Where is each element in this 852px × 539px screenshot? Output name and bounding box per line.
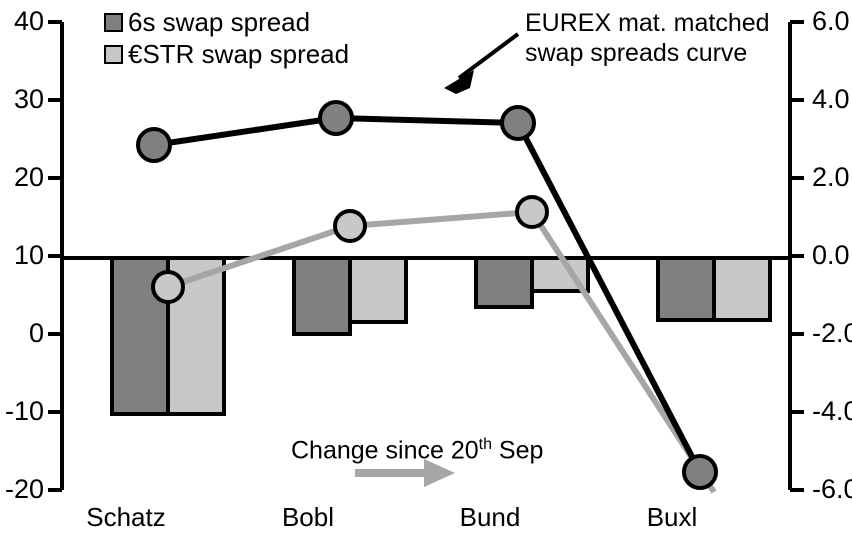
change-since-suffix: Sep — [491, 436, 544, 465]
x-axis-label-schatz: Schatz — [86, 502, 166, 532]
bar-estr-bund — [530, 256, 590, 293]
marker-estr-bobl — [333, 209, 367, 243]
bar-estr-bobl — [348, 256, 408, 324]
bar-6s-buxl — [656, 256, 716, 322]
legend-item-estr-swap-spread: €STR swap spread — [104, 38, 349, 70]
right-axis-tick-neg4: -4.0 — [812, 396, 852, 426]
left-axis-tick-0: 0 — [28, 318, 44, 348]
left-axis-tick-10: 10 — [13, 240, 44, 270]
left-axis-tick-neg10: -10 — [4, 396, 44, 426]
marker-estr-bund — [515, 195, 549, 229]
change-since-superscript: th — [478, 436, 492, 453]
legend-label-estr: €STR swap spread — [128, 39, 350, 69]
bar-estr-buxl — [712, 256, 772, 322]
markers-eurex-curve — [136, 100, 718, 490]
chart-legend: 6s swap spread €STR swap spread — [104, 6, 349, 70]
left-axis-tick-40: 40 — [13, 6, 44, 36]
marker-eurex-bobl — [318, 100, 354, 136]
legend-item-6s-swap-spread: 6s swap spread — [104, 6, 349, 38]
eurex-annotation-line1: EUREX mat. matched — [525, 9, 770, 37]
right-axis-tick-neg2: -2.0 — [812, 318, 852, 348]
right-axis-tick-4: 4.0 — [812, 84, 850, 114]
bar-6s-bund — [474, 256, 534, 309]
left-axis-tick-20: 20 — [13, 162, 44, 192]
left-axis-tick-30: 30 — [13, 84, 44, 114]
eurex-annotation-text: EUREX mat. matched swap spreads curve — [525, 8, 770, 68]
change-since-annotation: Change since 20th Sep — [291, 430, 543, 465]
right-axis-ticks — [790, 20, 804, 492]
x-axis-label-bobl: Bobl — [281, 502, 335, 532]
right-axis-tick-neg6: -6.0 — [812, 474, 852, 504]
legend-swatch-icon-6s — [104, 12, 123, 32]
x-axis-label-bund: Bund — [459, 502, 521, 532]
marker-eurex-schatz — [136, 127, 172, 163]
eurex-annotation-line2: swap spreads curve — [525, 39, 748, 67]
change-since-arrow-icon — [355, 459, 455, 487]
left-axis-ticks — [48, 20, 62, 492]
marker-estr-schatz — [151, 270, 185, 304]
x-axis-label-buxl: Buxl — [646, 502, 698, 532]
right-axis-tick-6: 6.0 — [812, 6, 850, 36]
marker-eurex-bund — [500, 105, 536, 141]
right-axis-tick-2: 2.0 — [812, 162, 850, 192]
bar-series-estr-swap-spread — [166, 256, 772, 416]
markers-estr-curve — [151, 195, 549, 304]
marker-eurex-buxl — [682, 454, 718, 490]
line-eurex-swap-spreads-curve — [153, 114, 703, 474]
right-axis-tick-0: 0.0 — [812, 240, 850, 270]
line-estr-swap-spread-curve — [167, 208, 717, 494]
legend-label-6s: 6s swap spread — [128, 7, 311, 37]
left-axis-tick-neg20: -20 — [4, 474, 44, 504]
bar-6s-bobl — [292, 256, 352, 336]
eurex-annotation-arrow — [444, 32, 520, 94]
legend-swatch-icon-estr — [104, 44, 123, 64]
change-since-prefix: Change since 20 — [291, 436, 479, 465]
